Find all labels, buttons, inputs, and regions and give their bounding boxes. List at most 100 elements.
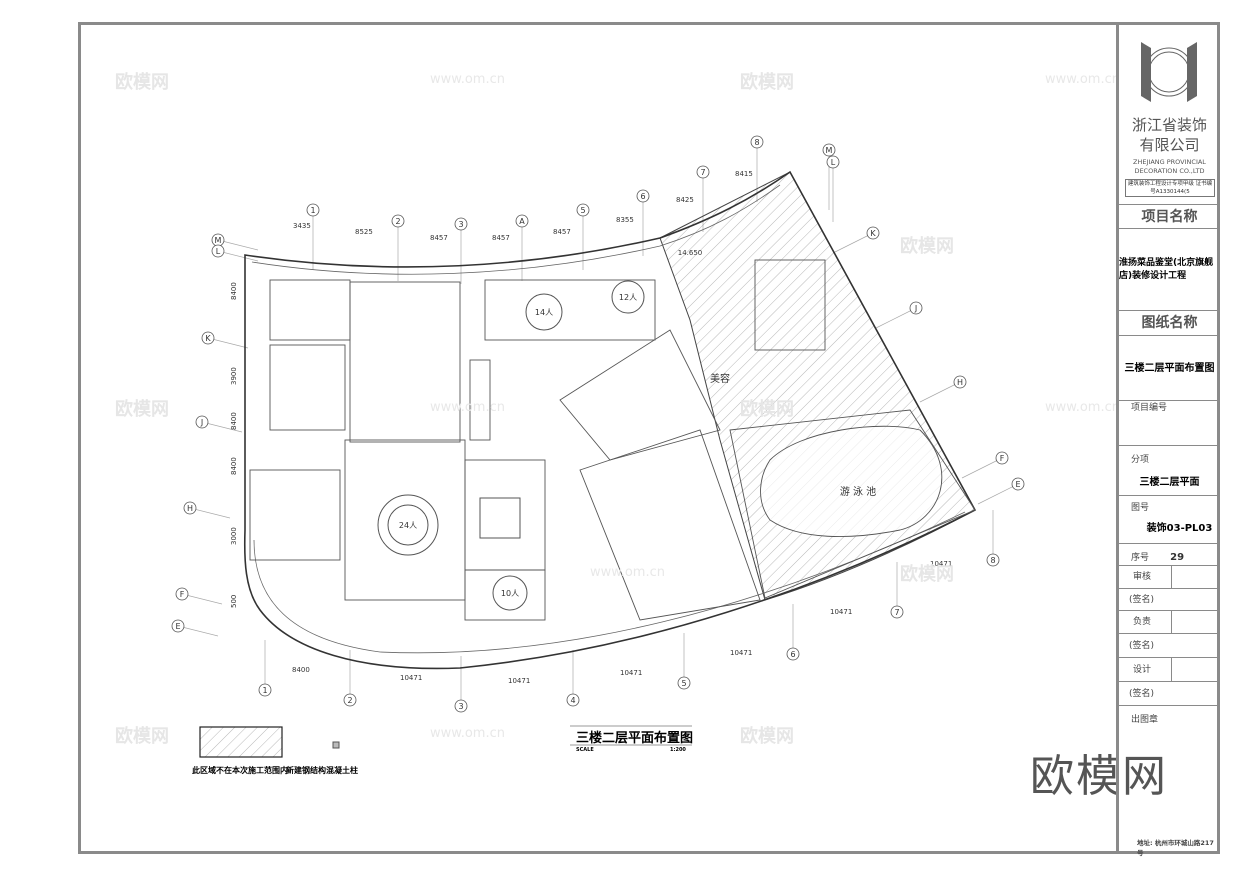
table-12-label: 12人 <box>619 293 637 302</box>
grid-bubble-label: K <box>205 334 211 343</box>
grid-line <box>919 381 961 403</box>
grid-line <box>207 337 249 349</box>
dimension-top: 8415 <box>735 170 753 178</box>
grid-bubble-label: L <box>831 158 836 167</box>
grid-bubble-3: 3 <box>454 217 468 231</box>
subitem: 三楼二层平面 <box>1139 477 1200 488</box>
company-block: 浙江省装饰 有限公司 ZHEJIANG PROVINCIAL DECORATIO… <box>1119 22 1220 205</box>
grid-bubble-E: E <box>1011 477 1025 491</box>
subitem-label: 分项 <box>1131 455 1150 465</box>
legend-excluded-label: 此区域不在本次施工范围内 <box>192 765 288 775</box>
grid-bubble-label: H <box>957 378 963 387</box>
license-text: 建筑装饰工程设计专项甲级 证书编号A1330144(5 <box>1125 179 1215 197</box>
table-14-label: 14人 <box>535 308 553 317</box>
seq-cell: 序号 29 <box>1119 544 1220 566</box>
grid-bubble-2: 2 <box>343 693 357 707</box>
grid-bubble-label: 6 <box>640 192 645 201</box>
grid-bubble-label: 7 <box>894 608 899 617</box>
dimension-top: 8355 <box>616 216 634 224</box>
responsible-label: 负责 <box>1119 611 1220 634</box>
project-no-label: 项目编号 <box>1119 401 1220 446</box>
grid-bubble-label: L <box>216 247 221 256</box>
title-block: 浙江省装饰 有限公司 ZHEJIANG PROVINCIAL DECORATIO… <box>1116 22 1220 857</box>
company-name-en-1: ZHEJIANG PROVINCIAL <box>1133 158 1206 166</box>
dimension-bottom: 10471 <box>620 669 642 677</box>
address: 地址: 杭州市环城山路217号 <box>1137 839 1214 857</box>
grid-bubble-label: 3 <box>458 220 463 229</box>
grid-line <box>189 507 231 519</box>
grid-bubble-L: L <box>826 155 840 169</box>
review-label: 审核 <box>1119 566 1220 589</box>
table-24-label: 24人 <box>399 521 417 530</box>
grid-bubble-label: 3 <box>458 702 463 711</box>
grid-bubble-J: J <box>909 301 923 315</box>
inner-wall <box>251 184 781 275</box>
dimension-top: 8457 <box>492 234 510 242</box>
plan-title: 三楼二层平面布置图 <box>576 730 693 746</box>
project-name-label: 项目名称 <box>1119 205 1220 229</box>
grid-bubble-label: 5 <box>681 679 686 688</box>
scale-label: SCALE <box>576 747 594 753</box>
grid-bubble-6: 6 <box>636 189 650 203</box>
building-outline <box>243 170 977 670</box>
dimension-left: 8400 <box>230 457 238 475</box>
grid-bubble-5: 5 <box>677 676 691 690</box>
room-pool-label: 游 泳 池 <box>840 485 876 498</box>
grid-bubble-label: 1 <box>310 206 315 215</box>
drawing-name: 三楼二层平面布置图 <box>1119 336 1220 401</box>
grid-line <box>832 232 874 254</box>
stamp-label: 出图章 <box>1131 715 1159 725</box>
grid-bubble-A: A <box>515 214 529 228</box>
responsible-sign: (签名) <box>1119 634 1220 658</box>
grid-bubble-label: J <box>200 418 203 427</box>
drawing-frame <box>78 22 1220 854</box>
grid-bubble-2: 2 <box>391 214 405 228</box>
grid-bubble-E: E <box>171 619 185 633</box>
design-sign: (签名) <box>1119 682 1220 706</box>
grid-bubble-K: K <box>201 331 215 345</box>
grid-line <box>181 593 223 605</box>
grid-bubble-5: 5 <box>576 203 590 217</box>
grid-bubble-7: 7 <box>890 605 904 619</box>
company-logo <box>1141 42 1197 102</box>
dimension-bottom: 10471 <box>508 677 530 685</box>
grid-line <box>201 421 243 433</box>
company-name-en-2: DECORATION CO.,LTD <box>1134 167 1205 175</box>
grid-bubble-label: F <box>180 590 185 599</box>
grid-bubble-6: 6 <box>786 647 800 661</box>
table-10-label: 10人 <box>501 589 519 598</box>
grid-bubble-label: 1 <box>262 686 267 695</box>
dimension-left: 8400 <box>230 282 238 300</box>
dimension-left: 3000 <box>230 527 238 545</box>
grid-lines <box>177 142 1019 706</box>
project-name: 淮扬菜品鉴堂(北京旗舰店)装修设计工程 <box>1119 257 1214 281</box>
rooms <box>249 259 976 621</box>
grid-bubble-K: K <box>866 226 880 240</box>
grid-bubble-label: 8 <box>990 556 995 565</box>
grid-bubble-label: 2 <box>395 217 400 226</box>
dimension-bottom: 10471 <box>730 649 752 657</box>
grid-line <box>961 457 1003 479</box>
grid-bubble-label: 6 <box>790 650 795 659</box>
grid-line <box>875 307 917 329</box>
dimension-bottom: 10471 <box>930 560 952 568</box>
grid-bubble-F: F <box>175 587 189 601</box>
grid-bubble-J: J <box>195 415 209 429</box>
grid-bubble-7: 7 <box>696 165 710 179</box>
grid-bubble-H: H <box>183 501 197 515</box>
seq-label: 序号 <box>1131 553 1150 563</box>
dimension-top: 8457 <box>430 234 448 242</box>
grid-bubble-M: M <box>822 143 836 157</box>
legend-hatch-swatch <box>199 726 283 758</box>
dimension-bottom: 10471 <box>400 674 422 682</box>
drawing-no-label: 图号 <box>1131 503 1150 513</box>
grid-bubble-1: 1 <box>306 203 320 217</box>
dimension-top: 3435 <box>293 222 311 230</box>
grid-bubble-label: A <box>519 217 525 226</box>
inner-wall-bottom <box>253 511 966 654</box>
grid-line <box>217 250 259 262</box>
grid-bubble-1: 1 <box>258 683 272 697</box>
